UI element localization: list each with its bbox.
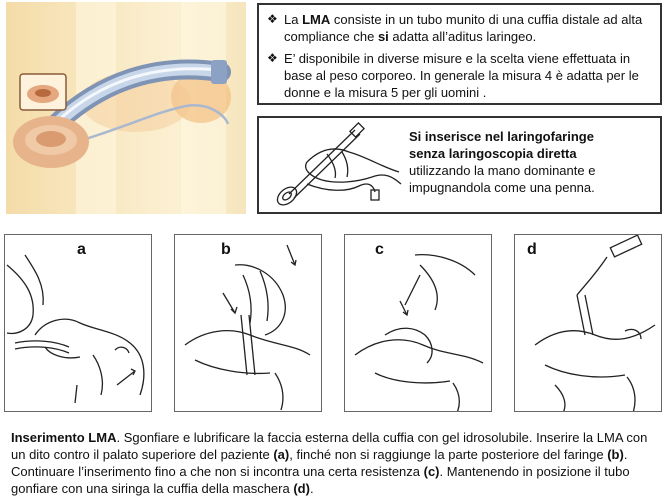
step-c-sketch	[354, 254, 484, 411]
lma-info-box: ❖ La LMA consiste in un tubo munito di u…	[257, 3, 662, 105]
diamond-star-icon: ❖	[267, 12, 278, 26]
lma-device-illustration	[13, 2, 231, 214]
step-letter-b: b	[221, 241, 231, 258]
insertion-box: Si inserisce nel laringofaringe senza la…	[257, 116, 662, 214]
caption-title: Inserimento LMA	[11, 430, 117, 445]
lma-photo	[6, 2, 246, 214]
step-letter-c: c	[375, 241, 384, 258]
insertion-bold-line-2: senza laringoscopia diretta	[409, 146, 577, 161]
diamond-star-icon: ❖	[267, 51, 278, 65]
step-panel-d: d	[514, 234, 662, 412]
step-b-sketch	[184, 244, 311, 411]
step-panel-a: a	[4, 234, 152, 412]
info-bullet-2: ❖ E’ disponibile in diverse misure e la …	[267, 51, 639, 100]
insertion-text: Si inserisce nel laringofaringe senza la…	[409, 128, 657, 196]
step-letter-a: a	[77, 241, 86, 258]
insertion-bold-line-1: Si inserisce nel laringofaringe	[409, 129, 594, 144]
step-panel-b: b	[174, 234, 322, 412]
info-bullet-1: ❖ La LMA consiste in un tubo munito di u…	[267, 12, 643, 44]
hand-holding-lma-sketch	[276, 122, 402, 206]
step-d-sketch	[534, 235, 656, 411]
step-letter-d: d	[527, 241, 537, 258]
figure-caption: Inserimento LMA. Sgonfiare e lubrificare…	[11, 430, 648, 496]
step-a-sketch	[6, 254, 145, 404]
insertion-rest: utilizzando la mano dominante e impugnan…	[409, 163, 596, 195]
step-panel-c: c	[344, 234, 492, 412]
